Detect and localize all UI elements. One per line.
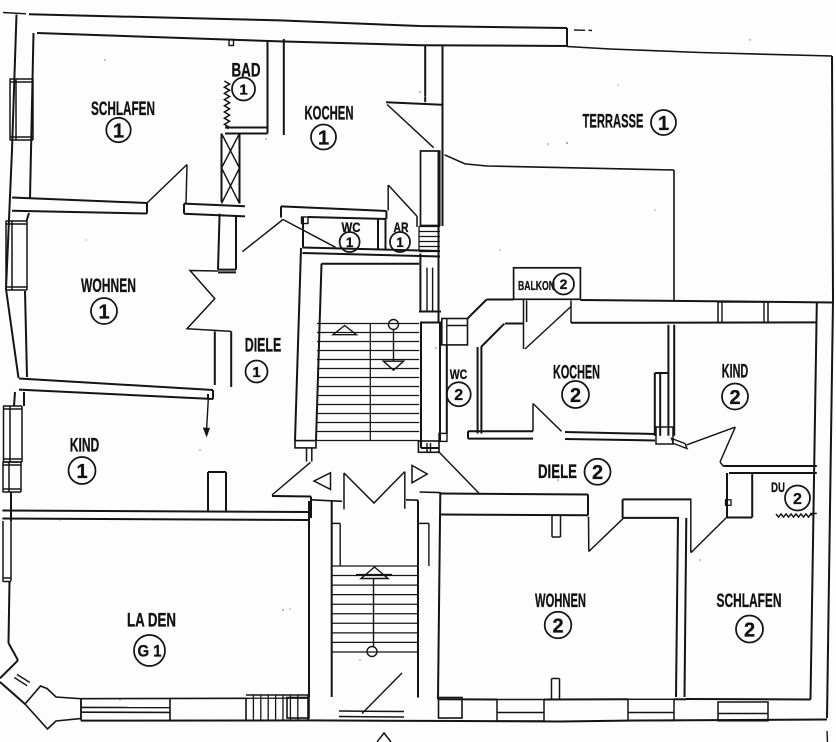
svg-text:BALKON: BALKON: [518, 278, 555, 293]
svg-text:KIND: KIND: [722, 361, 749, 383]
svg-text:1: 1: [396, 235, 404, 250]
svg-text:2: 2: [793, 491, 802, 508]
svg-text:WC: WC: [450, 366, 468, 382]
svg-text:2: 2: [454, 387, 463, 404]
svg-text:1: 1: [252, 364, 260, 381]
svg-text:AR: AR: [394, 220, 409, 235]
svg-text:DIELE: DIELE: [245, 335, 282, 357]
svg-text:SCHLAFEN: SCHLAFEN: [717, 590, 782, 612]
svg-text:1: 1: [318, 127, 329, 149]
svg-text:TERRASSE: TERRASSE: [583, 111, 644, 133]
svg-text:WC: WC: [342, 220, 361, 235]
svg-text:1: 1: [98, 301, 109, 323]
svg-text:WOHNEN: WOHNEN: [81, 275, 136, 297]
svg-text:LA DEN: LA DEN: [127, 610, 176, 632]
svg-text:2: 2: [744, 619, 755, 641]
svg-text:1: 1: [113, 120, 124, 142]
svg-text:2: 2: [592, 462, 603, 484]
svg-text:KIND: KIND: [70, 435, 100, 457]
svg-text:1: 1: [239, 81, 247, 98]
svg-text:KOCHEN: KOCHEN: [305, 103, 354, 125]
svg-text:DIELE: DIELE: [538, 461, 577, 483]
svg-text:DU: DU: [771, 480, 785, 495]
svg-text:BAD: BAD: [232, 60, 261, 82]
svg-text:2: 2: [570, 385, 581, 407]
svg-text:2: 2: [552, 615, 563, 637]
svg-text:1: 1: [76, 461, 87, 483]
svg-text:G 1: G 1: [138, 643, 162, 661]
svg-text:2: 2: [729, 387, 740, 409]
svg-text:KOCHEN: KOCHEN: [553, 362, 600, 384]
svg-text:1: 1: [346, 235, 354, 250]
svg-text:2: 2: [560, 276, 568, 292]
svg-text:SCHLAFEN: SCHLAFEN: [91, 98, 155, 120]
svg-text:WOHNEN: WOHNEN: [535, 590, 586, 612]
svg-text:1: 1: [658, 113, 669, 135]
